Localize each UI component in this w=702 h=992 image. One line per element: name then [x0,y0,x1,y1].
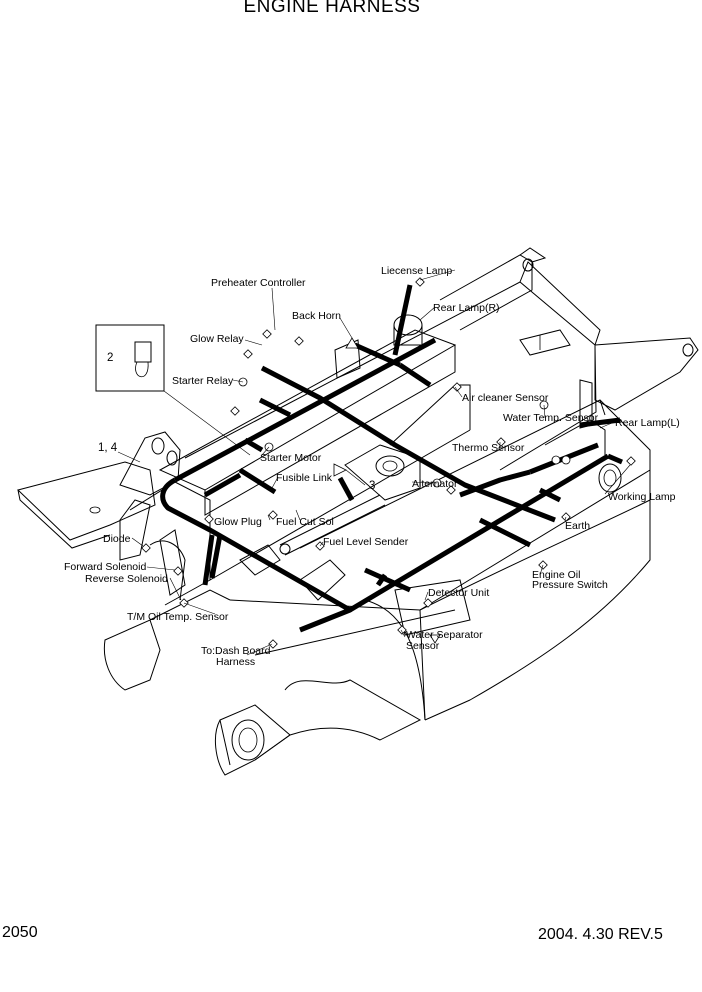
leader-lines [117,269,631,656]
label-starter-motor: Starter Motor [260,452,322,464]
inset-part-number: 2 [107,352,113,364]
label-rear-lamp-r: Rear Lamp(R) [433,302,500,314]
label-earth: Earth [565,520,590,532]
label-detector-unit: Detector Unit [428,587,489,599]
label-glow-plug: Glow Plug [214,516,262,528]
label-diode: Diode [103,533,131,545]
revision-date: 2004. 4.30 REV.5 [538,926,663,943]
label-license-lamp: Liecense Lamp [381,265,452,277]
label-water-separator-sensor: Sensor [406,640,440,652]
label-alternator: Alternator [412,478,458,490]
label-fuel-cut-sol: Fuel Cut Sol [276,516,334,528]
label-water-temp-sensor: Water Temp. Sensor [503,412,599,424]
page-number: 2050 [2,924,38,941]
label-to-dash-board: To:Dash Board [201,645,271,657]
label-air-cleaner-sensor: Air cleaner Sensor [462,392,549,404]
sender-part-number: 3 [369,480,375,492]
label-reverse-solenoid: Reverse Solenoid [85,573,168,585]
label-back-horn: Back Horn [292,310,341,322]
label-water-separator: Water Separator [406,629,483,641]
label-tm-oil-temp-sensor: T/M Oil Temp. Sensor [127,611,229,623]
label-pressure-switch: Pressure Switch [532,579,608,591]
label-working-lamp: Working Lamp [608,491,676,503]
label-forward-solenoid: Forward Solenoid [64,561,146,573]
label-glow-relay: Glow Relay [190,333,244,345]
page-title: ENGINE HARNESS [243,0,421,17]
bracket-part-number: 1, 4 [98,442,118,454]
chassis-frame [17,247,699,776]
label-rear-lamp-l: Rear Lamp(L) [615,417,680,429]
label-preheater-controller: Preheater Controller [211,277,306,289]
label-engine-oil: Engine Oil [532,569,580,581]
label-fusible-link: Fusible Link [276,472,333,484]
label-harness: Harness [216,656,255,668]
label-starter-relay: Starter Relay [172,375,234,387]
harness-left-loop [160,477,353,633]
component-labels: Liecense Lamp Preheater Controller Rear … [64,265,680,668]
label-thermo-sensor: Thermo Sensor [452,442,525,454]
harness-diagonal-rear [260,365,556,523]
label-fuel-level-sender: Fuel Level Sender [323,536,409,548]
harness-wires [160,284,623,633]
